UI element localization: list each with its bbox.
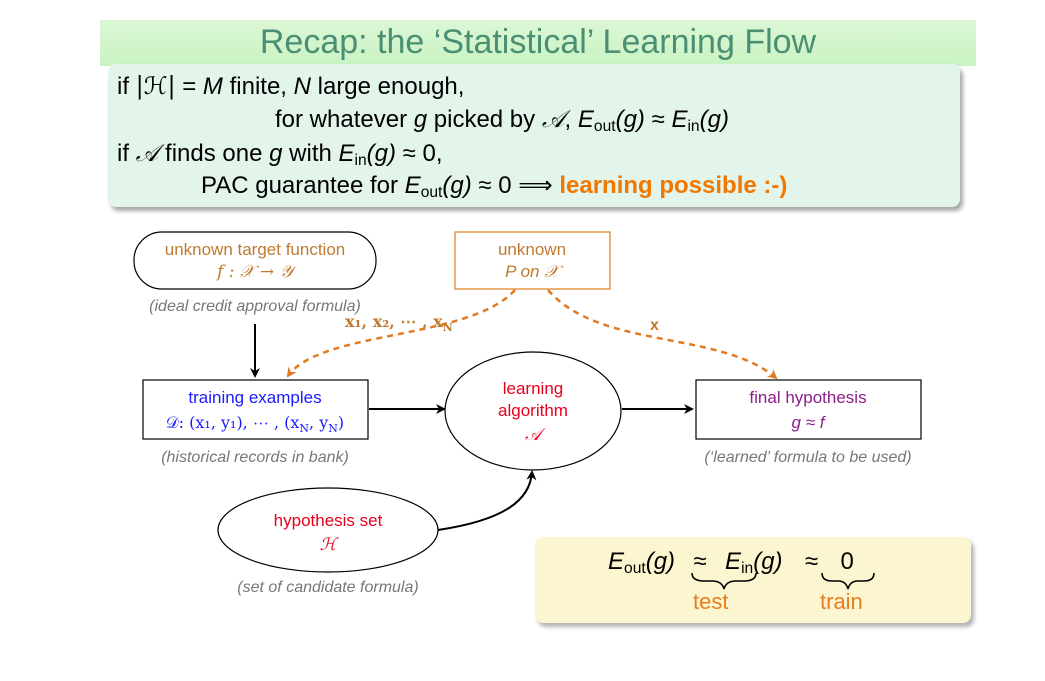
target-function-label: unknown target function — [165, 240, 346, 259]
text: for whatever — [275, 106, 414, 133]
recap-line-4: PAC guarantee for Eout(g) ≈ 0 ⟹ learning… — [201, 171, 787, 208]
training-formula-b: , y — [309, 413, 328, 432]
slide-title: Recap: the ‘Statistical’ Learning Flow — [259, 23, 817, 61]
title-band — [100, 20, 976, 66]
sample-arrow-to-final — [547, 289, 778, 380]
hypothesis-set-caption: (set of candidate formula) — [237, 579, 418, 596]
symbol-g: (g) — [699, 106, 729, 133]
symbol-g: (g) — [645, 548, 676, 575]
subscript: in — [354, 151, 367, 169]
symbol-n: N — [293, 73, 311, 100]
algorithm-label-1: learning — [503, 379, 564, 398]
algorithm-label-2: algorithm — [498, 401, 568, 420]
symbol-e: E — [338, 140, 355, 167]
sample-label-text: x₁, x₂, ⋯ , x — [345, 312, 443, 331]
final-hypothesis-formula: g ≈ f — [792, 413, 827, 432]
distribution-node — [454, 231, 611, 290]
subscript: out — [420, 183, 443, 201]
approx-sign-2: ≈ — [804, 548, 819, 575]
text: = — [175, 73, 203, 100]
test-brace — [691, 572, 757, 590]
text: ≈ 0 ⟹ — [471, 172, 560, 199]
symbol-e: E — [577, 106, 594, 133]
text: finds one — [158, 140, 270, 167]
recap-box — [108, 64, 960, 207]
conclusion-text: learning possible :-) — [559, 172, 788, 199]
text: finite, — [222, 73, 294, 100]
train-label: train — [820, 589, 863, 614]
text: picked by — [427, 106, 542, 133]
training-examples-formula: 𝒟: (x₁, y₁), ⋯ , (xN, yN) — [166, 413, 344, 435]
text: , — [564, 106, 578, 133]
hypothesis-to-algorithm-arrow — [437, 470, 537, 531]
final-hypothesis-node — [695, 379, 922, 440]
test-label: test — [693, 589, 729, 614]
recap-line-3: if 𝒜 finds one g with Ein(g) ≈ 0, — [117, 138, 443, 176]
guarantee-equation: Eout(g)≈Ein(g)≈0 — [608, 548, 854, 578]
text: large enough, — [310, 73, 465, 100]
subscript: out — [624, 559, 646, 577]
hypothesis-set-symbol: ℋ — [320, 535, 340, 555]
text: if — [117, 73, 136, 100]
algorithm-symbol: 𝒜 — [525, 425, 546, 445]
symbol-a: 𝒜 — [135, 139, 159, 167]
training-formula-c: ) — [338, 413, 344, 432]
symbol-e: E — [404, 172, 421, 199]
sample-label-sub: N — [443, 321, 453, 334]
target-function-caption: (ideal credit approval formula) — [149, 298, 361, 315]
symbol-m: M — [202, 73, 223, 100]
symbol-g: g — [269, 140, 283, 167]
target-function-formula: f : 𝒳 → 𝒴 — [215, 262, 297, 282]
training-examples-node — [142, 379, 369, 440]
distribution-label: unknown — [498, 240, 566, 259]
symbol-a: 𝒜 — [541, 105, 565, 133]
sample-label: x₁, x₂, ⋯ , xN — [345, 312, 453, 334]
approx-sign-1: ≈ — [693, 548, 707, 575]
symbol-e: E — [725, 548, 742, 575]
distribution-formula: P on 𝒳 — [505, 262, 564, 281]
symbol-e: E — [608, 548, 625, 575]
text: with — [282, 140, 339, 167]
training-formula-sub: N — [299, 422, 309, 435]
training-formula-a: 𝒟: (x₁, y₁), ⋯ , (x — [166, 413, 300, 432]
subscript: in — [687, 117, 700, 135]
subscript: in — [741, 559, 754, 577]
symbol-g: (g) — [442, 172, 472, 199]
symbol-g: (g) — [753, 548, 783, 575]
symbol-e: E — [671, 106, 688, 133]
guarantee-equation-box — [535, 537, 971, 623]
training-examples-caption: (historical records in bank) — [161, 449, 349, 466]
recap-line-2: for whatever g picked by 𝒜, Eout(g) ≈ Ei… — [275, 104, 729, 142]
hypothesis-set-label: hypothesis set — [274, 511, 383, 530]
learning-algorithm-node — [444, 351, 622, 471]
text: ≈ — [644, 106, 672, 133]
symbol-g: (g) — [366, 140, 397, 167]
training-examples-label: training examples — [188, 388, 321, 407]
hypothesis-size: |ℋ| — [135, 72, 176, 100]
sample-arrow-to-training — [286, 289, 516, 378]
final-hypothesis-label: final hypothesis — [749, 388, 866, 407]
text: PAC guarantee for — [201, 172, 405, 199]
subscript: out — [593, 117, 616, 135]
target-function-node — [133, 231, 377, 290]
training-formula-sub2: N — [328, 422, 338, 435]
symbol-g: (g) — [615, 106, 645, 133]
symbol-g: g — [413, 106, 428, 133]
train-brace — [821, 572, 875, 590]
zero: 0 — [840, 548, 854, 575]
text: ≈ 0, — [396, 140, 443, 167]
text: if — [117, 140, 136, 167]
x-label: x — [650, 317, 659, 334]
recap-line-1: if |ℋ| = M finite, N large enough, — [117, 71, 464, 102]
final-hypothesis-caption: (‘learned’ formula to be used) — [704, 449, 911, 466]
